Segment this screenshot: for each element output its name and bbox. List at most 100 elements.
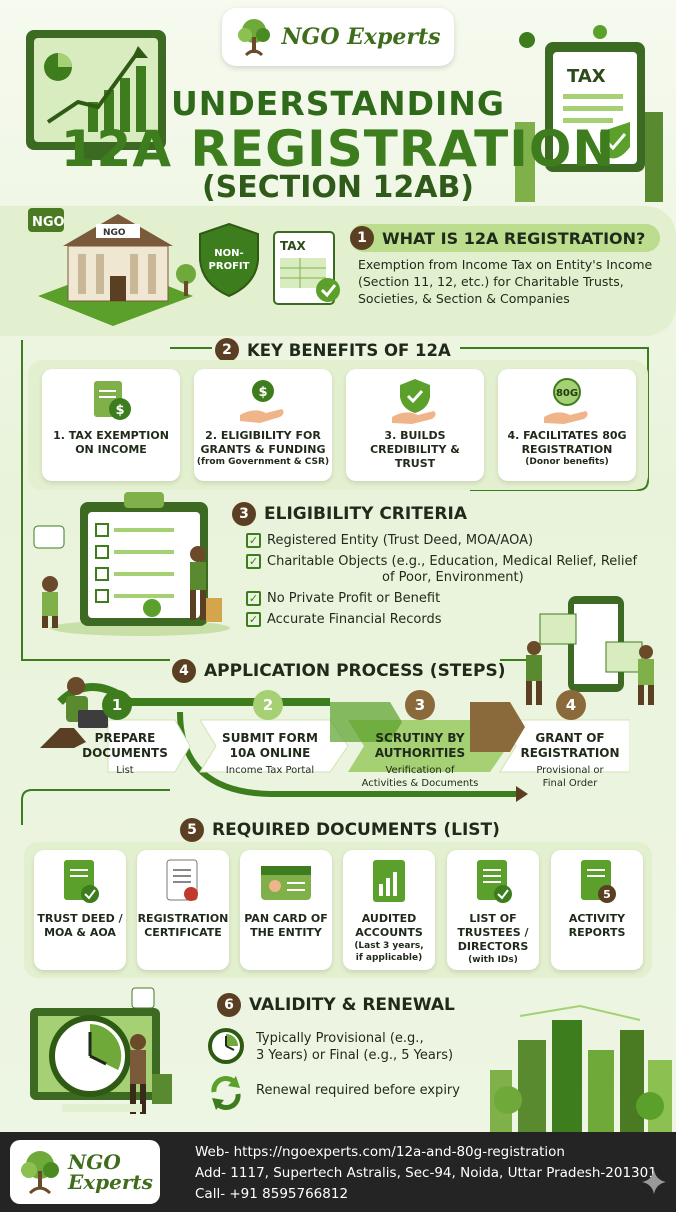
title-line-1: UNDERSTANDING bbox=[170, 84, 505, 123]
benefit-3-line-3: TRUST bbox=[394, 457, 436, 470]
step-4-line-1: GRANT OF bbox=[535, 731, 605, 745]
ngo-building-illustration: NGO NGO bbox=[28, 208, 196, 326]
ngo-badge-text: NGO bbox=[32, 215, 65, 230]
step-2-line-2: 10A ONLINE bbox=[229, 746, 311, 760]
checklist-illustration bbox=[33, 492, 230, 636]
flow-connectors bbox=[21, 340, 649, 825]
tree-logo-icon bbox=[238, 19, 271, 57]
section2-heading: 2 KEY BENEFITS OF 12A bbox=[215, 338, 451, 362]
doc-4-line-2: ACCOUNTS bbox=[355, 926, 423, 939]
id-card-icon bbox=[261, 866, 311, 900]
section5-title: REQUIRED DOCUMENTS (LIST) bbox=[212, 820, 500, 840]
section5-heading: 5 REQUIRED DOCUMENTS (LIST) bbox=[180, 818, 500, 842]
step-3-circle: 3 bbox=[405, 690, 435, 720]
hand-shield-icon bbox=[392, 379, 436, 424]
validity-line-1: Typically Provisional (e.g., bbox=[256, 1031, 424, 1046]
svg-text:TAX: TAX bbox=[567, 66, 606, 87]
hand-80g-icon: 80G bbox=[544, 378, 588, 424]
step-3-line-2: AUTHORITIES bbox=[374, 746, 466, 760]
benefit-3-line-1: 3. BUILDS bbox=[384, 429, 446, 442]
doc-4-line-1: AUDITED bbox=[361, 912, 417, 925]
step-4-line-2: REGISTRATION bbox=[520, 746, 620, 760]
validity-line-2: 3 Years) or Final (e.g., 5 Years) bbox=[256, 1048, 454, 1063]
section1-desc-1: Exemption from Income Tax on Entity's In… bbox=[358, 257, 653, 272]
criteria-item-4: ✓Accurate Financial Records bbox=[246, 612, 666, 628]
clock-icon bbox=[208, 1028, 244, 1064]
svg-text:$: $ bbox=[115, 403, 124, 418]
growth-chart-illustration bbox=[26, 30, 166, 160]
benefit-2-sub: (from Government & CSR) bbox=[196, 457, 330, 467]
doc-3-line-1: PAN CARD OF bbox=[244, 912, 328, 925]
hand-coin-icon: $ bbox=[240, 380, 284, 423]
checkbox-icon: ✓ bbox=[246, 554, 261, 569]
criteria-text-2b: of Poor, Environment) bbox=[382, 570, 524, 585]
section4-title: APPLICATION PROCESS (STEPS) bbox=[204, 661, 506, 681]
criteria-text-4: Accurate Financial Records bbox=[267, 612, 442, 627]
tablet-review-illustration bbox=[526, 596, 654, 705]
doc-5-line-3: DIRECTORS bbox=[457, 940, 529, 953]
step-3-line-1: SCRUTINY BY bbox=[375, 731, 465, 745]
building-sign-text: NGO bbox=[103, 228, 126, 238]
footer-brand-line-2: Experts bbox=[68, 1170, 153, 1194]
section1-heading: 1 WHAT IS 12A REGISTRATION? bbox=[350, 226, 645, 250]
tax-form-illustration: TAX bbox=[273, 231, 340, 305]
step-1-sub: List bbox=[116, 765, 134, 776]
brand-logo-footer: NGO Experts bbox=[10, 1140, 160, 1204]
criteria-item-2: ✓ Charitable Objects (e.g., Education, Me… bbox=[246, 554, 666, 570]
report-badge-text: 5 bbox=[603, 888, 611, 901]
certificate-icon bbox=[166, 859, 198, 901]
criteria-item-1: ✓Registered Entity (Trust Deed, MOA/AOA) bbox=[246, 533, 666, 549]
criteria-text-2: Charitable Objects (e.g., Education, Med… bbox=[267, 554, 638, 569]
section2-number: 2 bbox=[215, 338, 239, 362]
tax-form-text: TAX bbox=[280, 239, 307, 253]
doc-1-line-1: TRUST DEED / bbox=[37, 912, 123, 925]
section4-number: 4 bbox=[172, 659, 196, 683]
checkbox-icon: ✓ bbox=[246, 533, 261, 548]
section1-description: Exemption from Income Tax on Entity's In… bbox=[358, 256, 652, 307]
section1-title: WHAT IS 12A REGISTRATION? bbox=[382, 228, 646, 248]
step-2-circle: 2 bbox=[253, 690, 283, 720]
benefit-1-line-1: 1. TAX EXEMPTION bbox=[53, 429, 169, 442]
renew-icon bbox=[211, 1076, 241, 1110]
footer-call: Call- +91 8595766812 bbox=[195, 1186, 349, 1202]
title-line-2: 12A REGISTRATION bbox=[60, 120, 616, 178]
step-4-sub-2: Final Order bbox=[542, 778, 598, 789]
renewal-text: Renewal required before expiry bbox=[256, 1083, 460, 1098]
section1-number: 1 bbox=[350, 226, 374, 250]
step-2-line-1: SUBMIT FORM bbox=[222, 731, 318, 745]
checkbox-icon: ✓ bbox=[246, 591, 261, 606]
section1-desc-3: Societies, & Section & Companies bbox=[358, 291, 570, 306]
step-1-line-2: DOCUMENTS bbox=[82, 746, 168, 760]
section3-title: ELIGIBILITY CRITERIA bbox=[264, 504, 467, 524]
document-check-icon bbox=[64, 860, 99, 903]
brand-logo-top: NGO Experts bbox=[222, 8, 454, 66]
tree-logo-icon bbox=[21, 1151, 59, 1195]
criteria-item-2-cont: of Poor, Environment) bbox=[246, 570, 666, 586]
doc-6-line-2: REPORTS bbox=[568, 926, 626, 939]
benefit-3-line-2: CREDIBILITY & bbox=[370, 443, 460, 456]
non-profit-shield: NON- PROFIT bbox=[199, 222, 259, 298]
benefit-4-sub: (Donor benefits) bbox=[525, 457, 609, 467]
criteria-item-3: ✓No Private Profit or Benefit bbox=[246, 591, 666, 607]
doc-2-line-1: REGISTRATION bbox=[137, 912, 229, 925]
sparkle-icon bbox=[642, 1170, 666, 1194]
section3-heading: 3 ELIGIBILITY CRITERIA bbox=[232, 502, 467, 526]
title-line-3: (SECTION 12AB) bbox=[201, 170, 475, 205]
chart-doc-icon bbox=[373, 860, 405, 902]
section1-heading-band bbox=[350, 224, 660, 252]
footer-address: Add- 1117, Supertech Astralis, Sec-94, N… bbox=[195, 1165, 657, 1181]
benefit-4-line-1: 4. FACILITATES 80G bbox=[507, 429, 627, 442]
person-laptop-illustration bbox=[40, 677, 108, 748]
footer-web: Web- https://ngoexperts.com/12a-and-80g-… bbox=[195, 1144, 565, 1160]
document-dollar-icon: $ bbox=[94, 381, 131, 420]
